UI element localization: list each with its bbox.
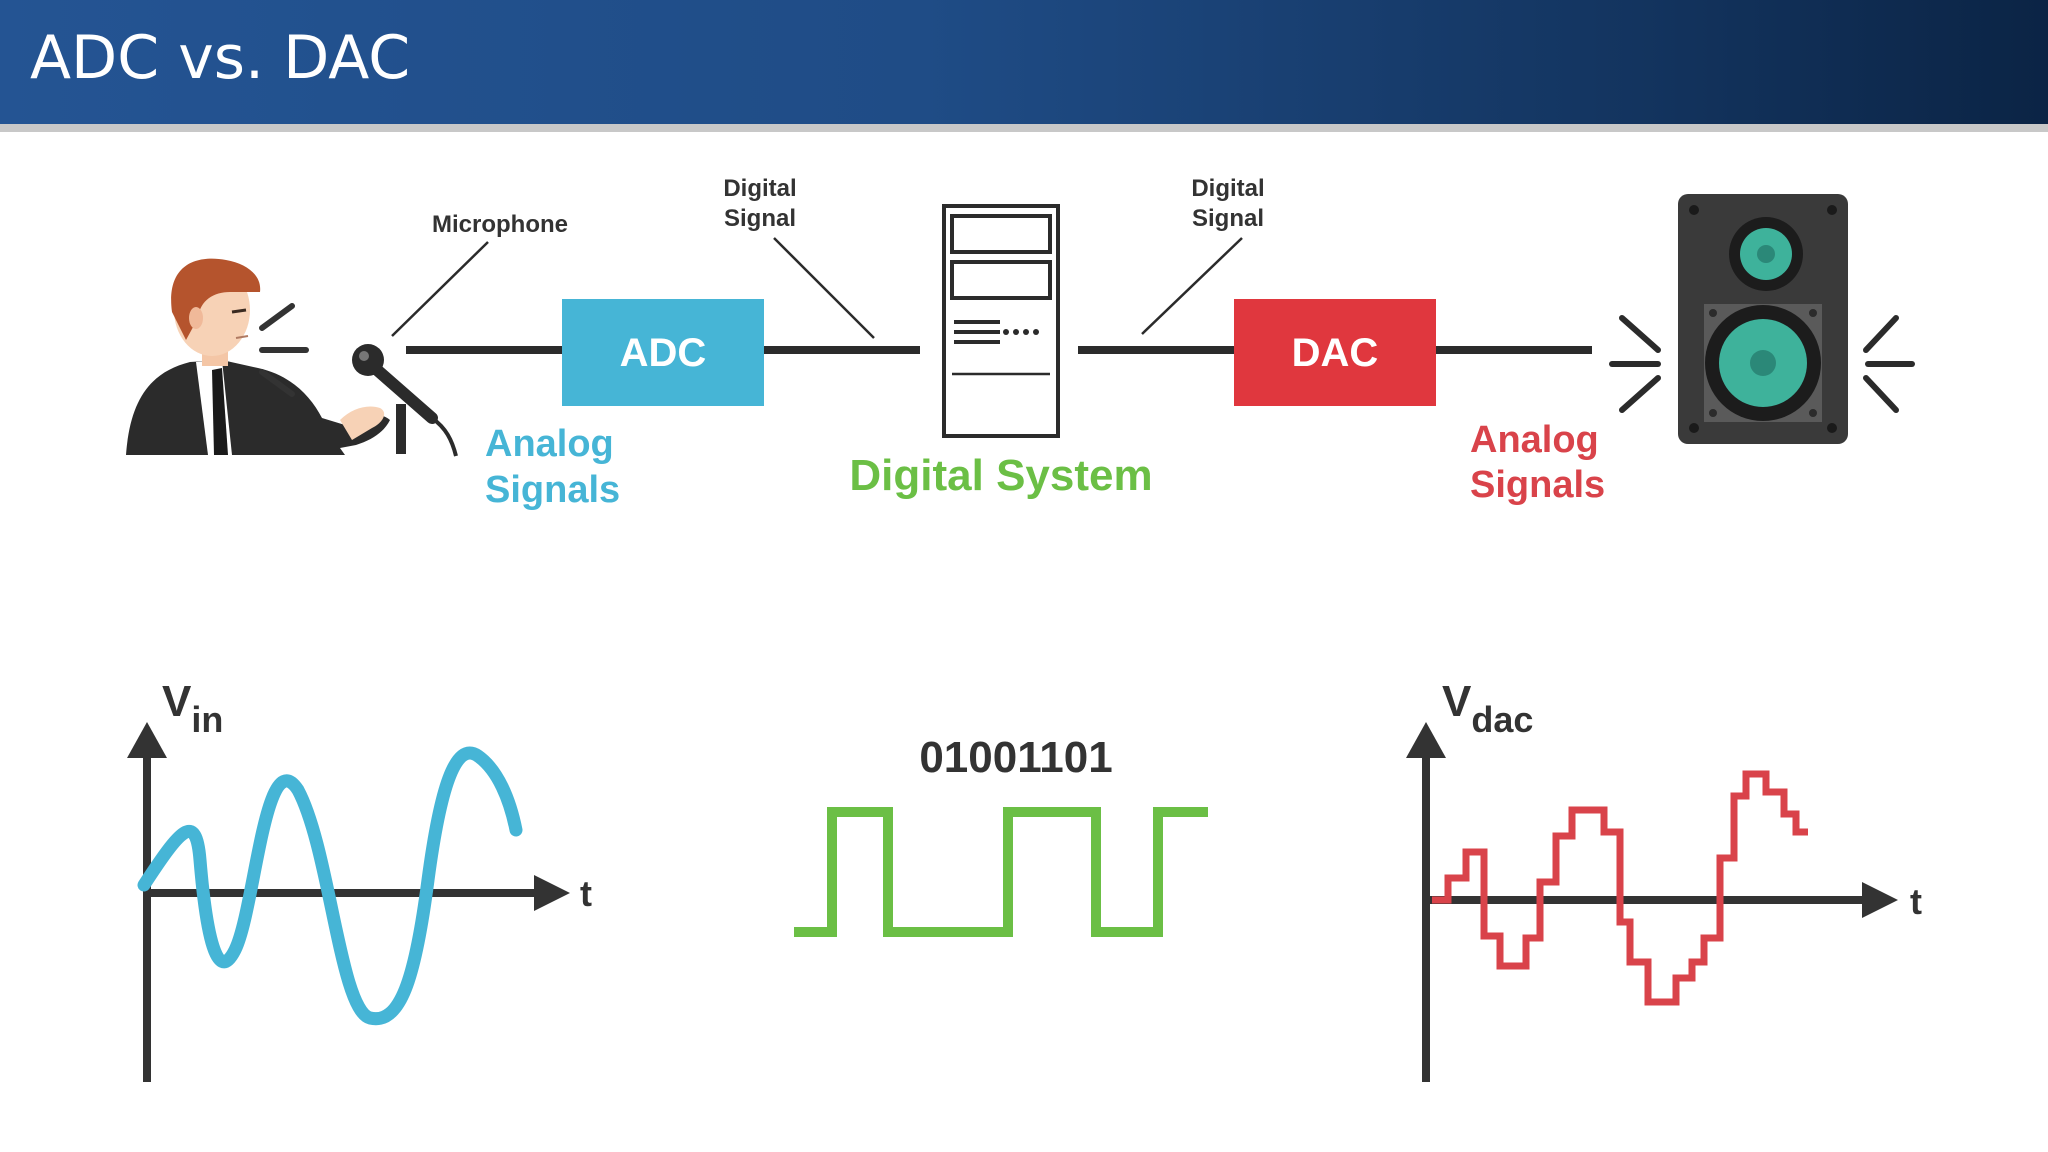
analog-signals-left-line1: Analog: [485, 423, 614, 465]
vin-y-arrow: [127, 722, 167, 758]
digital-signal-right-line1: Digital: [1191, 175, 1264, 202]
speaker-sound-waves-right-icon: [1863, 315, 1915, 413]
analog-signals-right-line2: Signals: [1470, 464, 1605, 506]
vin-graph: Vin t: [127, 677, 592, 1082]
microphone-icon: [352, 344, 458, 457]
voice-waves-icon: [259, 303, 309, 397]
digital-signal-right-line2: Signal: [1192, 205, 1264, 232]
title-bar: [0, 0, 2048, 124]
computer-indicator-dots: [1003, 329, 1039, 335]
adc-label: ADC: [620, 331, 707, 375]
slide-title: ADC vs. DAC: [30, 23, 411, 93]
vdac-time-label: t: [1910, 881, 1922, 922]
speaker-sound-waves-left-icon: [1609, 315, 1661, 413]
title-bar-rule: [0, 124, 2048, 132]
digital-square-wave: [794, 807, 1208, 937]
digital-signal-right-pointer: [1141, 237, 1243, 335]
microphone-pointer: [391, 241, 489, 337]
vin-analog-wave: [137, 746, 523, 1026]
analog-signals-left-line2: Signals: [485, 469, 620, 511]
digital-signal-left-pointer: [773, 237, 875, 339]
vdac-axis-label: Vdac: [1442, 677, 1533, 740]
vin-x-arrow: [534, 875, 570, 911]
dac-block: [1234, 299, 1436, 406]
vin-time-label: t: [580, 873, 592, 914]
microphone-label: Microphone: [432, 211, 568, 238]
computer-tower-icon: [942, 204, 1060, 438]
binary-code-label: 01001101: [919, 733, 1112, 782]
dac-label: DAC: [1292, 331, 1379, 375]
vdac-y-arrow: [1406, 722, 1446, 758]
person-icon: [126, 258, 390, 455]
vdac-stepped-wave: [1432, 770, 1808, 1006]
adc-block: [562, 299, 764, 406]
vdac-graph: Vdac t: [1406, 677, 1922, 1082]
digital-system-label: Digital System: [849, 451, 1152, 500]
digital-signal-left-line2: Signal: [724, 205, 796, 232]
speaker-icon: [1678, 194, 1848, 444]
digital-graph: 01001101: [794, 733, 1208, 937]
analog-signals-right-line1: Analog: [1470, 419, 1599, 461]
digital-signal-left-line1: Digital: [723, 175, 796, 202]
vdac-x-arrow: [1862, 882, 1898, 918]
vin-axis-label: Vin: [162, 677, 223, 740]
